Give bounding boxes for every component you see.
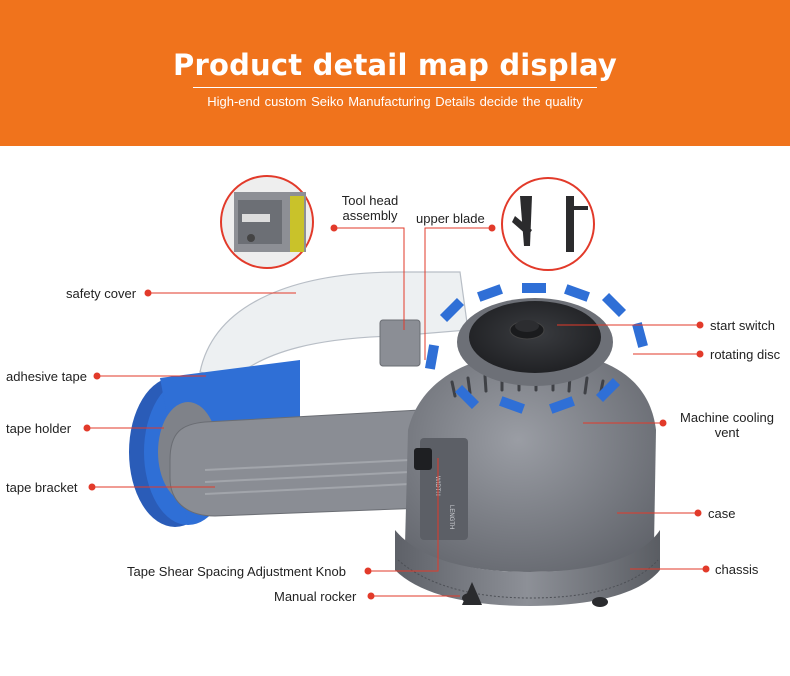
label-tape-bracket: tape bracket — [6, 480, 78, 495]
panel-length-text: LENGTH — [448, 505, 454, 529]
tool-head-assembly — [379, 319, 421, 367]
page-title: Product detail map display — [173, 48, 617, 82]
label-manual-rocker: Manual rocker — [274, 589, 357, 604]
upper-blade-detail-inset — [501, 177, 595, 271]
adjustment-knob — [414, 448, 432, 470]
panel-width-text: WIDTH — [434, 476, 440, 496]
title-divider — [193, 87, 597, 88]
tool-head-detail-inset — [220, 175, 314, 269]
label-safety-cover: safety cover — [66, 286, 137, 301]
leader-dots — [83, 224, 710, 600]
label-chassis: chassis — [715, 562, 759, 577]
page-subtitle: High-end custom Seiko Manufacturing Deta… — [207, 94, 583, 109]
label-tape-holder: tape holder — [6, 421, 72, 436]
label-tool-head-assembly: Tool head assembly — [341, 193, 399, 223]
label-machine-cooling-vent: Machine cooling vent — [680, 410, 774, 440]
manual-rocker — [462, 582, 482, 605]
safety-cover — [199, 271, 469, 381]
label-rotating-disc: rotating disc — [710, 347, 781, 362]
label-start-switch: start switch — [710, 318, 776, 333]
label-adhesive-tape: adhesive tape — [6, 369, 87, 384]
tape-bracket — [169, 409, 441, 517]
leader-lines — [87, 227, 706, 597]
tape-flags — [424, 283, 648, 414]
header-banner — [0, 0, 790, 146]
machine-chassis — [395, 530, 660, 606]
label-case: case — [708, 506, 736, 521]
label-adjustment-knob: Tape Shear Spacing Adjustment Knob — [127, 564, 346, 579]
label-upper-blade: upper blade — [416, 211, 485, 226]
